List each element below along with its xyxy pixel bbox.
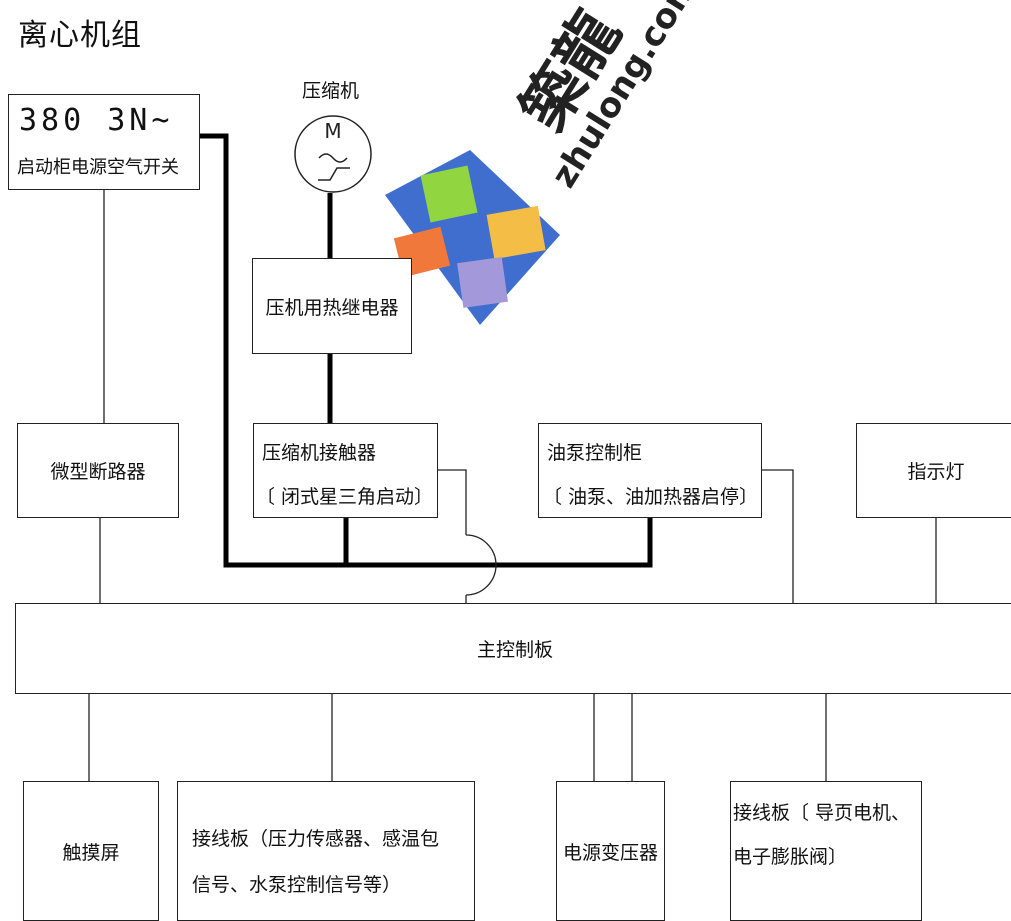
touchscreen-box: 触摸屏 xyxy=(23,781,159,921)
mcb-box: 微型断路器 xyxy=(17,423,179,518)
compressor-motor-icon: M xyxy=(294,115,372,193)
main-control-board: 主控制板 xyxy=(15,603,1011,694)
power-switch-label: 启动柜电源空气开关 xyxy=(17,157,179,178)
terminal-board-2-line2: 电子膨胀阀〕 xyxy=(733,846,848,868)
svg-text:M: M xyxy=(324,119,341,143)
power-spec: 380 3N~ xyxy=(19,103,174,138)
indicator-box: 指示灯 xyxy=(856,423,1011,518)
oil-pump-label: 油泵控制柜 xyxy=(547,442,643,464)
power-wires xyxy=(200,133,653,568)
terminal-board-2-line1: 接线板〔 导页电机、 xyxy=(733,802,911,824)
transformer-box: 电源变压器 xyxy=(556,781,665,921)
oil-pump-function: 〔 油泵、油加热器启停〕 xyxy=(543,486,759,508)
compressor-label: 压缩机 xyxy=(302,80,360,102)
contactor-label: 压缩机接触器 xyxy=(262,442,377,464)
terminal-board-2-box: 接线板〔 导页电机、 电子膨胀阀〕 xyxy=(730,781,922,921)
diagram-title: 离心机组 xyxy=(18,18,142,53)
terminal-board-1-line1: 接线板（压力传感器、感温包 xyxy=(192,828,440,850)
oil-pump-cabinet-box: 油泵控制柜 〔 油泵、油加热器启停〕 xyxy=(538,423,762,518)
compressor-contactor-box: 压缩机接触器 〔 闭式星三角启动〕 xyxy=(253,423,438,518)
terminal-board-1-line2: 信号、水泵控制信号等） xyxy=(192,874,402,896)
thermal-relay-box: 压机用热继电器 xyxy=(252,258,412,354)
signal-wires xyxy=(88,190,937,781)
contactor-mode: 〔 闭式星三角启动〕 xyxy=(256,486,434,508)
power-switch-box: 380 3N~ 启动柜电源空气开关 xyxy=(8,94,200,190)
watermark-logo xyxy=(385,150,560,325)
terminal-board-1-box: 接线板（压力传感器、感温包 信号、水泵控制信号等） xyxy=(177,781,475,921)
